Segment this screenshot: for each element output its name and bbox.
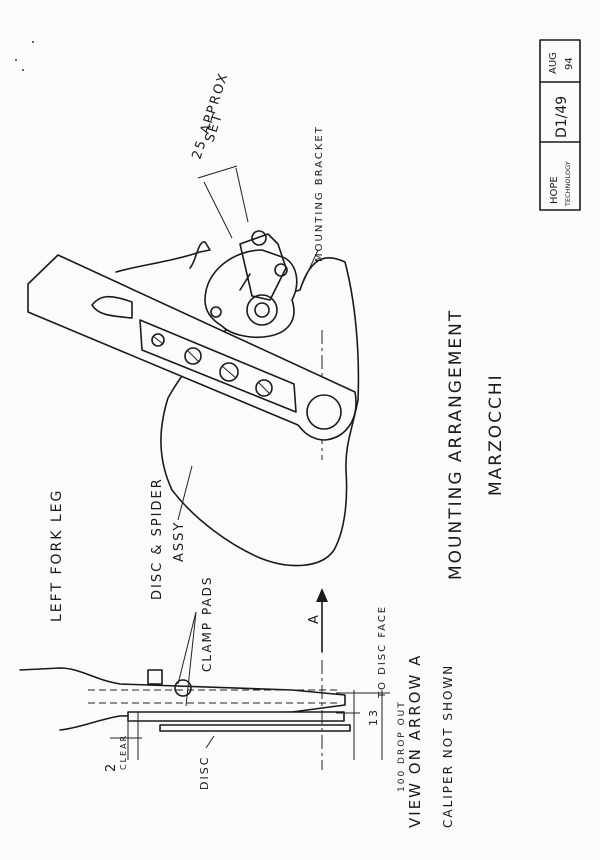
company-subtitle: TECHNOLOGY [564,161,572,207]
clear-dim-label: 2 [104,762,119,772]
left-fork-leg-label: LEFT FORK LEG [49,489,65,622]
caliper-note-label: CALIPER NOT SHOWN [441,664,455,828]
clear-label: CLEAR [119,734,128,770]
bracket-bolt [246,294,278,326]
drawing-subtitle: MARZOCCHI [486,373,506,496]
drawing-title: MOUNTING ARRANGEMENT [446,309,466,580]
date-year: 94 [564,57,575,70]
mounting-bracket [204,230,298,339]
brake-disc-outline [160,256,360,567]
clamp-bolt-3 [219,362,239,382]
title-block-frame [539,39,581,211]
view-arrow-a: A [307,588,328,653]
clamp-bolt-4 [255,379,273,397]
dim-13-label: 13 [367,708,380,726]
brake-hose [115,241,211,273]
title-block: HOPE TECHNOLOGY D1/49 AUG 94 [539,39,581,211]
view-on-arrow-label: VIEW ON ARROW A [406,654,424,828]
view-a-section [19,660,390,770]
clamp-pads-label: CLAMP PADS [200,576,214,673]
fork-leg-side [27,254,357,441]
date-month: AUG [548,52,559,74]
set-dimension: 25 APPROX SET [190,70,249,239]
company-name: HOPE [549,176,560,204]
disc-label: DISC [198,756,211,790]
disc-face-label: TO DISC FACE [377,605,388,699]
arrow-a-label: A [307,613,322,624]
clamp-bolt-2 [184,347,202,365]
axle-hole [306,394,342,430]
drop-out-label: 100 DROP OUT [397,700,407,792]
drawing-number: D1/49 [554,96,570,138]
disc-spider-label: DISC & SPIDER [150,477,165,600]
mounting-bracket-label: MOUNTING BRACKET [314,125,325,262]
clamp-bolt-1 [151,333,165,347]
assy-label: ASSY [172,521,187,562]
